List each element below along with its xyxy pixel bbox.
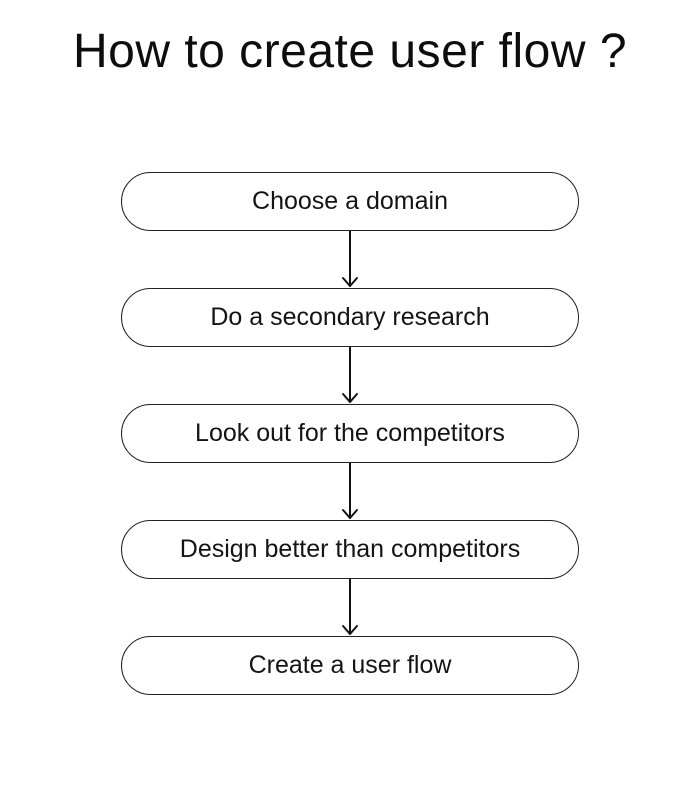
flow-step: Look out for the competitors xyxy=(121,404,579,463)
flow-step-label: Create a user flow xyxy=(248,651,452,679)
flow-step-label: Do a secondary research xyxy=(210,303,490,331)
arrow-down-icon xyxy=(342,463,358,519)
flow-step: Design better than competitors xyxy=(121,520,579,579)
page-title: How to create user flow ? xyxy=(72,25,628,78)
flow-step: Choose a domain xyxy=(121,172,579,231)
arrow-down-icon xyxy=(342,579,358,635)
arrow-down-icon xyxy=(342,347,358,403)
flow-step: Do a secondary research xyxy=(121,288,579,347)
flow-step: Create a user flow xyxy=(121,636,579,695)
flow-step-label: Choose a domain xyxy=(252,187,448,215)
flow-step-label: Look out for the competitors xyxy=(195,419,505,447)
flow-step-label: Design better than competitors xyxy=(179,535,521,563)
arrow-down-icon xyxy=(342,231,358,287)
